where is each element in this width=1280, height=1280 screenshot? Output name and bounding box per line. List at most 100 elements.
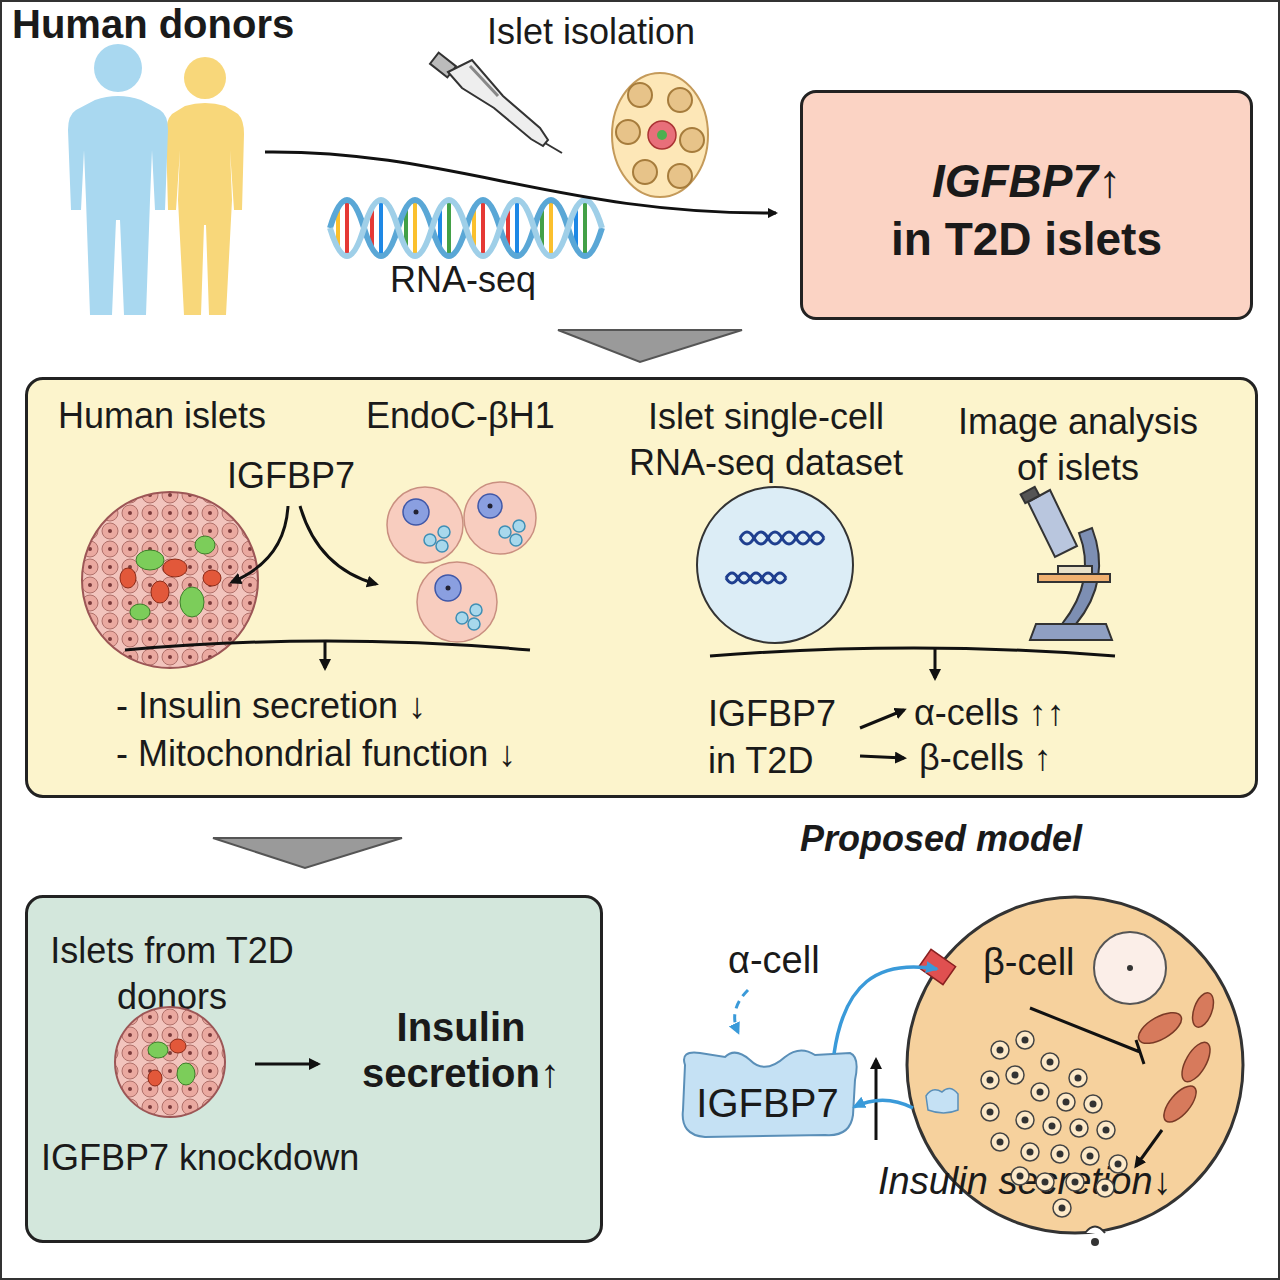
node-text: IGFBP7↑	[803, 153, 1250, 209]
islet-sketch	[648, 121, 676, 149]
cell-line-illustration	[435, 575, 461, 601]
beta-cell-interior	[1069, 1069, 1087, 1087]
node-text: α-cells ↑↑	[914, 691, 1065, 735]
islet-illustration	[148, 1070, 162, 1086]
step-chevron	[558, 330, 742, 362]
beta-cell-interior	[1063, 1099, 1070, 1106]
beta-cell-interior	[1090, 1101, 1097, 1108]
cell-line-illustration	[446, 586, 451, 591]
cell-line-illustration	[414, 510, 419, 515]
beta-cell-interior	[1041, 1053, 1059, 1071]
single-cell-dataset-icon	[740, 532, 824, 544]
cell-line-illustration	[499, 526, 511, 538]
beta-cell-interior	[1127, 965, 1133, 971]
node-text: Insulin secretion↑	[341, 1004, 581, 1096]
single-cell-dataset-icon	[697, 487, 853, 643]
beta-cell-interior	[1017, 1173, 1024, 1180]
beta-cell-interior	[1075, 1075, 1082, 1082]
cell-line-illustration	[436, 540, 448, 552]
beta-cell-interior	[997, 1139, 1004, 1146]
beta-cell-interior	[1021, 1143, 1039, 1161]
dna-helix	[447, 202, 451, 254]
node-text: IGFBP7	[227, 454, 355, 498]
islet-illustration	[130, 604, 150, 620]
section-heading: Human donors	[12, 0, 294, 49]
beta-cell-interior	[1043, 1117, 1061, 1135]
beta-cell-interior	[997, 1047, 1004, 1054]
islet-sketch	[628, 83, 652, 107]
islet-illustration	[177, 1063, 195, 1085]
beta-cell-interior	[1031, 1083, 1049, 1101]
beta-cell-interior	[1016, 1111, 1034, 1129]
cell-line-illustration	[513, 520, 525, 532]
node-text: IGFBP7 knockdown	[41, 1136, 359, 1180]
cell-line-illustration	[417, 562, 497, 642]
cell-line-illustration	[470, 604, 482, 616]
increase-arrows	[860, 756, 904, 758]
beta-cell-interior	[1081, 1147, 1099, 1165]
single-cell-dataset-icon	[726, 573, 786, 583]
cell-line-illustration	[424, 534, 436, 546]
beta-cell-interior	[1047, 1059, 1054, 1066]
flow-arrow	[265, 152, 776, 213]
beta-cell-interior	[981, 1071, 999, 1089]
node-text: Human islets	[58, 394, 266, 438]
islet-illustration	[115, 1007, 225, 1117]
islet-illustration	[115, 1007, 225, 1117]
islet-sketch	[612, 73, 708, 197]
human-figures	[68, 96, 168, 315]
islet-sketch	[680, 128, 704, 152]
dna-helix	[330, 200, 602, 256]
human-figures	[68, 44, 244, 315]
beta-cell-interior	[1011, 1167, 1029, 1185]
beta-cell-interior	[1109, 1155, 1127, 1173]
beta-cell-interior	[1006, 1066, 1024, 1084]
islet-sketch	[657, 130, 667, 140]
beta-cell-interior	[1096, 1179, 1114, 1197]
islet-illustration	[170, 1039, 186, 1053]
protein-blob: IGFBP7	[675, 1045, 860, 1140]
beta-cell-interior	[1057, 1151, 1064, 1158]
beta-cell-interior	[1049, 1123, 1056, 1130]
single-cell-dataset-icon	[697, 487, 853, 643]
beta-cell-interior	[1059, 1205, 1066, 1212]
beta-cell-interior	[991, 1041, 1009, 1059]
human-figures	[94, 44, 142, 92]
islet-illustration	[180, 587, 204, 617]
knockdown-box: Islets from T2D donorsInsulin secretion↑…	[25, 895, 603, 1243]
node-text: EndoC-βH1	[366, 394, 555, 438]
microscope-icon	[1058, 566, 1092, 574]
node-text: IGFBP7 in T2D	[708, 691, 858, 785]
single-cell-dataset-icon	[726, 573, 786, 583]
beta-cell-interior	[1097, 1121, 1115, 1139]
cell-line-illustration	[456, 612, 468, 624]
beta-cell-interior	[926, 1088, 958, 1113]
pipette-illustration	[448, 60, 548, 146]
islet-sketch	[612, 73, 708, 197]
islet-illustration	[195, 536, 215, 554]
pipette-illustration	[545, 143, 562, 153]
result-bracket	[324, 642, 327, 668]
beta-cell-interior	[1022, 1117, 1029, 1124]
beta-cell-interior	[1051, 1145, 1069, 1163]
node-text: - Mitochondrial function ↓	[116, 732, 516, 776]
step-label: Islet isolation	[487, 10, 695, 54]
beta-cell-interior	[1102, 1185, 1109, 1192]
beta-cell-interior	[1072, 1179, 1079, 1186]
beta-cell-interior	[1016, 1031, 1034, 1049]
beta-cell-interior	[1036, 1173, 1054, 1191]
dna-helix	[330, 200, 602, 256]
cell-label: α-cell	[728, 937, 820, 983]
dna-helix	[379, 202, 383, 254]
node-text: Islet single-cell RNA-seq dataset	[601, 394, 931, 486]
beta-cell-interior	[1091, 1238, 1099, 1246]
beta-cell-interior	[1103, 1127, 1110, 1134]
beta-cell-interior	[1115, 1161, 1122, 1168]
beta-cell-interior	[1076, 1125, 1083, 1132]
result-box: IGFBP7↑in T2D islets	[800, 90, 1253, 320]
dna-helix	[481, 202, 485, 254]
cell-line-illustration	[464, 482, 536, 554]
cell-line-illustration	[403, 499, 429, 525]
